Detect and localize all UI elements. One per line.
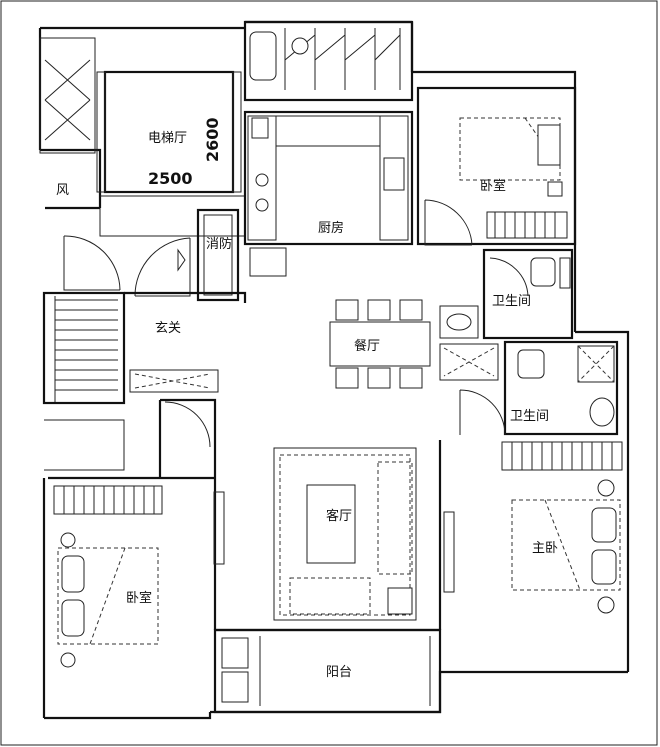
master-bathroom: 卫生间 — [439, 340, 619, 436]
kitchen-counter-right — [379, 115, 409, 241]
balcony: 阳台 — [213, 628, 442, 714]
stairs — [42, 291, 126, 471]
elevator-hall: 电梯厅 2500 2600 风 — [39, 37, 245, 237]
foyer: 玄关 — [124, 291, 247, 393]
pillow-icon — [537, 124, 561, 166]
bed-outline — [459, 117, 561, 181]
kitchen: 厨房 — [243, 110, 414, 277]
living-room-label: 客厅 — [326, 508, 352, 524]
pillow-icon — [61, 599, 85, 637]
rug — [273, 447, 417, 621]
chair-icon — [367, 299, 391, 321]
plant-icon — [387, 587, 413, 615]
master-bedroom: 主卧 — [501, 441, 623, 614]
foyer-label: 玄关 — [155, 321, 181, 336]
bed-outline — [511, 499, 621, 591]
linen-cabinet — [439, 343, 499, 381]
washbasin-icon — [439, 305, 479, 339]
laundry-sink-icon — [221, 671, 249, 703]
bathroom-top-label: 卫生间 — [492, 294, 531, 309]
coffee-table — [306, 484, 356, 564]
lamp-icon — [60, 532, 76, 548]
bedroom-left-label: 卧室 — [126, 590, 152, 606]
tv-cabinet — [289, 577, 371, 615]
wind-shaft-label: 风 — [56, 183, 69, 198]
pillow-icon — [591, 507, 617, 543]
elevator-hall-label: 电梯厅 — [148, 131, 187, 146]
fire-room-label: 消防 — [206, 236, 232, 252]
elevator-shaft — [39, 37, 96, 154]
dining-table — [329, 321, 431, 367]
sofa — [377, 461, 413, 575]
top-utility-room — [243, 20, 414, 102]
stove-burner-icon — [255, 198, 269, 212]
stove-burner-icon — [255, 173, 269, 187]
shower-tray — [577, 345, 615, 383]
hall-width-dimension: 2500 — [148, 169, 193, 188]
kitchen-counter-left — [247, 115, 277, 241]
kitchen-label: 厨房 — [318, 220, 344, 236]
nightstand-icon — [547, 181, 563, 197]
pillow-icon — [61, 555, 85, 593]
washbasin-icon — [589, 397, 615, 427]
lamp-icon — [597, 479, 615, 497]
chair-icon — [399, 367, 423, 389]
dining-label: 餐厅 — [354, 338, 380, 354]
sink-icon — [383, 157, 405, 191]
wardrobe — [53, 485, 163, 515]
bedroom-left: 卧室 — [53, 476, 215, 668]
balcony-label: 阳台 — [326, 665, 352, 680]
chair-icon — [399, 299, 423, 321]
chair-icon — [335, 367, 359, 389]
drain-icon — [291, 37, 309, 55]
wardrobe — [486, 211, 568, 239]
lamp-icon — [60, 652, 76, 668]
washing-machine-icon — [221, 637, 249, 669]
living-room: 客厅 — [160, 398, 455, 632]
toilet-icon — [517, 349, 545, 379]
window — [213, 491, 225, 565]
bedroom-top-label: 卧室 — [480, 178, 506, 194]
lamp-icon — [597, 596, 615, 614]
bathroom-top: 卫生间 — [439, 248, 574, 340]
dining: 餐厅 — [329, 299, 431, 389]
bed-outline — [57, 547, 159, 645]
pillow-icon — [591, 549, 617, 585]
hall-height-dimension: 2600 — [203, 117, 222, 162]
bedroom-top: 卧室 — [416, 86, 577, 246]
chair-icon — [367, 367, 391, 389]
chair-icon — [335, 299, 359, 321]
fire-room: 消防 — [63, 208, 240, 302]
master-bedroom-label: 主卧 — [532, 541, 558, 556]
window — [443, 511, 455, 593]
fridge-icon — [251, 117, 269, 139]
water-heater-icon — [249, 31, 277, 81]
toilet-icon — [530, 257, 556, 287]
bathroom-master-label: 卫生间 — [510, 409, 549, 424]
shoe-cabinet — [129, 369, 219, 393]
